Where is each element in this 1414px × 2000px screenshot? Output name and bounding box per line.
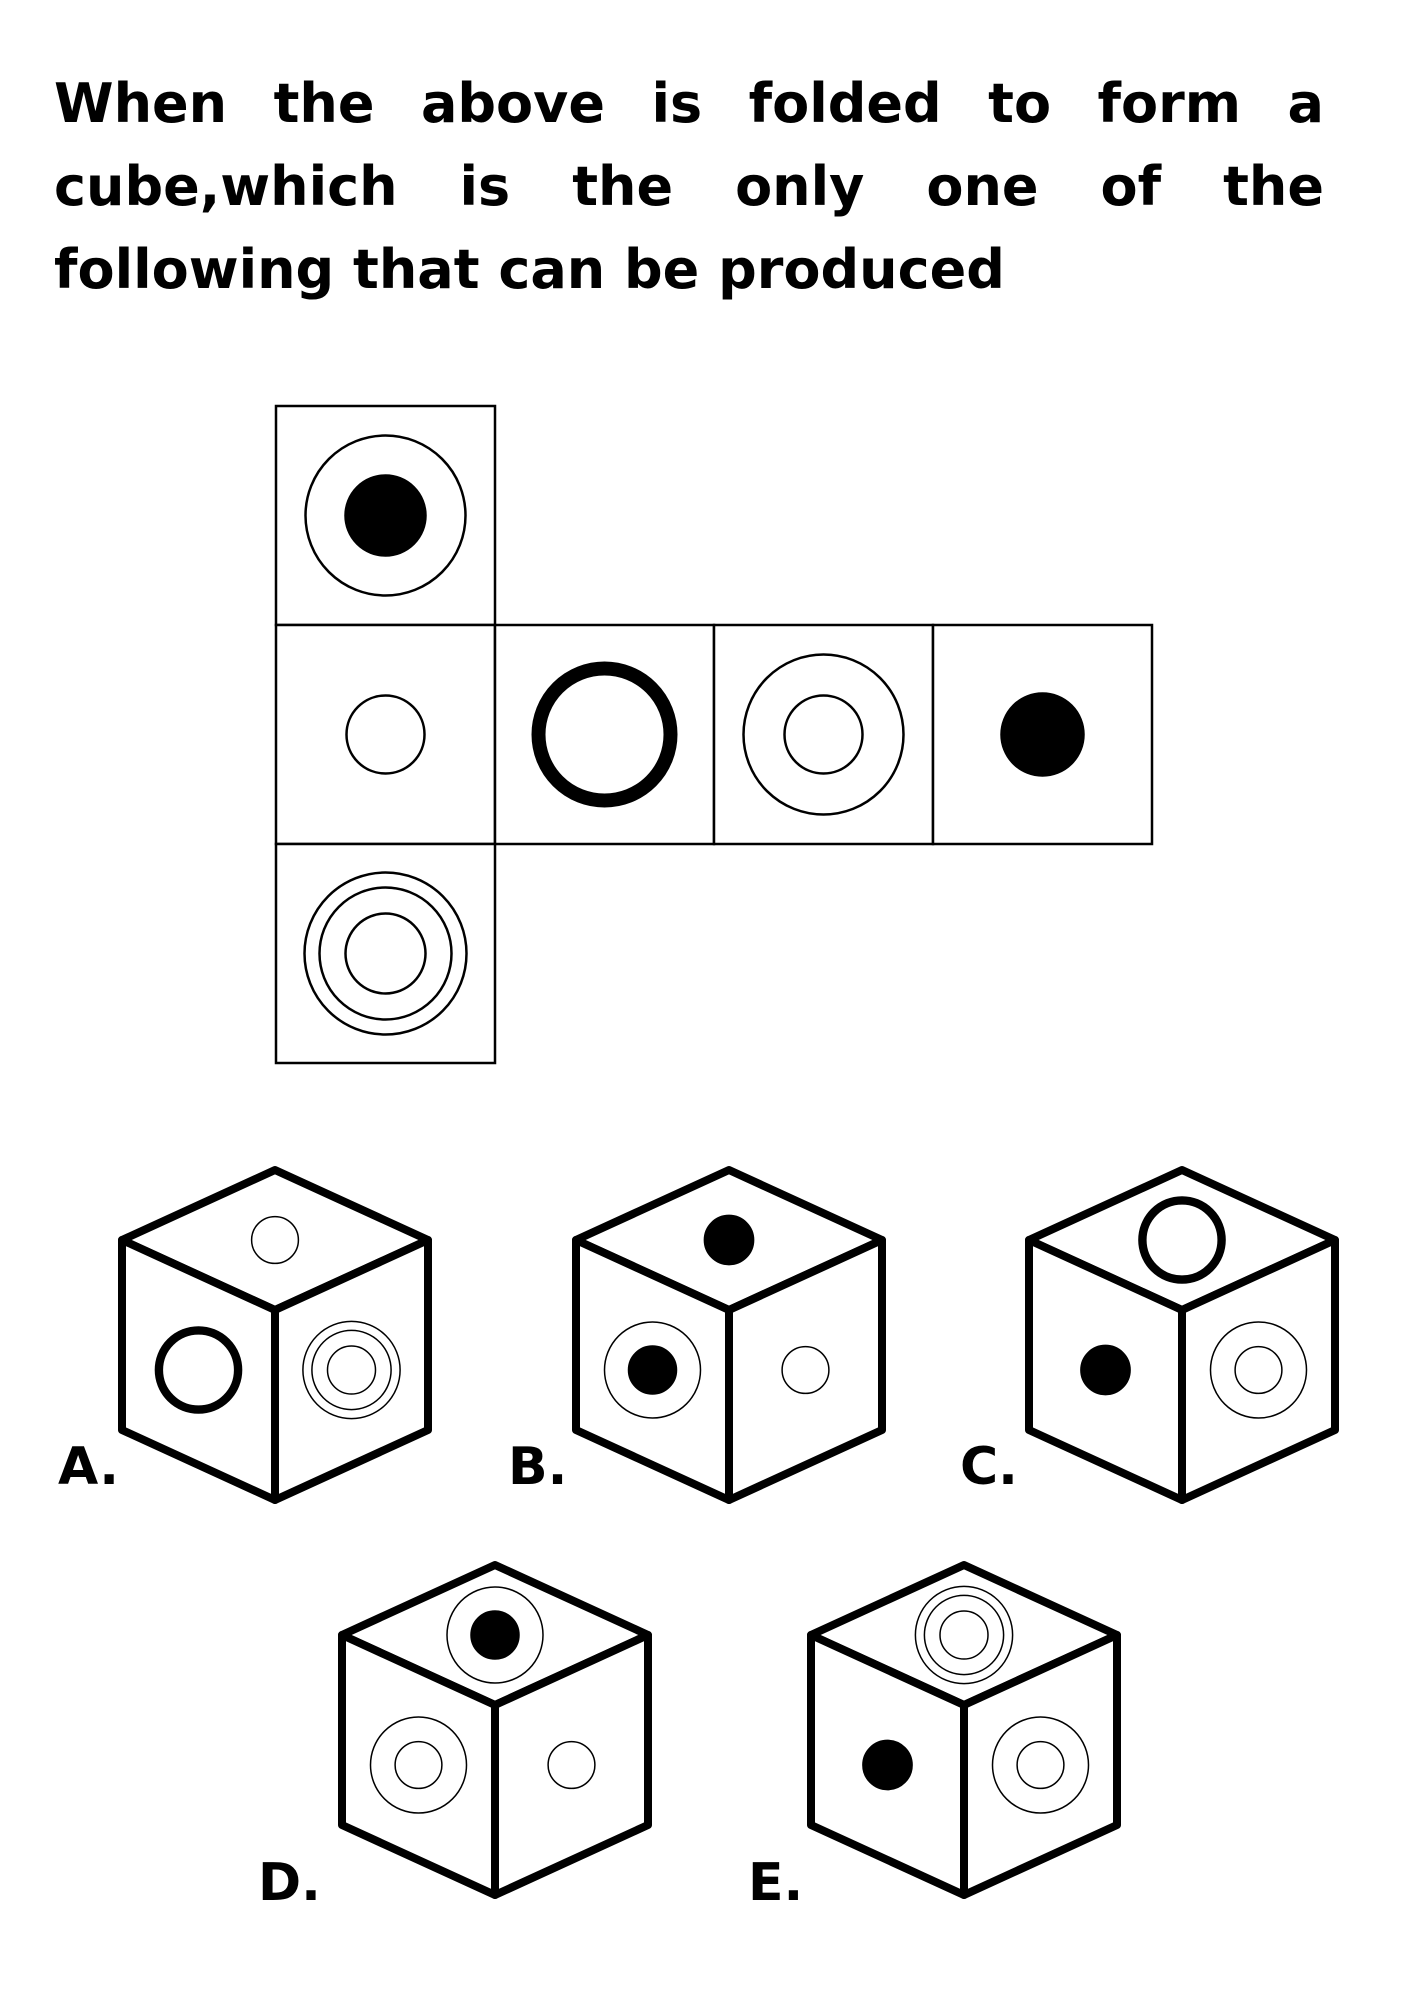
option-e[interactable]: E.: [748, 1561, 1121, 1913]
option-c[interactable]: C.: [960, 1166, 1339, 1504]
right-face-triple-circle-icon: [302, 1320, 401, 1420]
net-face-top: [274, 404, 497, 627]
option-label: A.: [58, 1437, 119, 1497]
top-face-small-circle-icon: [250, 1215, 300, 1265]
triple-circle-icon: [303, 871, 468, 1036]
option-b[interactable]: B.: [508, 1166, 886, 1504]
option-label: B.: [508, 1437, 567, 1497]
right-face-small-circle-icon: [781, 1345, 830, 1395]
top-face-triple-circle-icon: [914, 1585, 1014, 1685]
thick-ring-icon: [531, 661, 678, 808]
option-a[interactable]: A.: [58, 1166, 432, 1504]
black-dot-icon: [1000, 692, 1085, 777]
option-label: C.: [960, 1437, 1018, 1497]
net-face-left: [274, 623, 497, 846]
left-face-black-dot-icon: [862, 1739, 913, 1791]
option-label: E.: [748, 1853, 803, 1913]
left-face-black-dot-icon: [1080, 1344, 1131, 1396]
option-d[interactable]: D.: [258, 1561, 652, 1913]
cube-net: [274, 404, 1154, 1065]
small-circle-icon: [345, 694, 426, 775]
double-circle-icon: [742, 653, 905, 816]
top-face-thick-ring-icon: [1138, 1196, 1226, 1284]
black-dot-in-ring-icon: [304, 434, 467, 597]
right-face-small-circle-icon: [547, 1740, 596, 1790]
right-face-double-circle-icon: [991, 1716, 1090, 1814]
left-face-thick-ring-icon: [154, 1326, 243, 1414]
top-face-black-dot-icon: [703, 1214, 755, 1266]
top-face-black-dot-in-ring-icon: [446, 1586, 544, 1684]
left-face-black-dot-in-ring-icon: [603, 1321, 702, 1419]
answer-options: A. B. C. D. E.: [58, 1166, 1339, 1913]
net-face-center: [493, 623, 716, 846]
option-label: D.: [258, 1853, 321, 1913]
net-face-far-right: [931, 623, 1154, 846]
right-face-double-circle-icon: [1209, 1321, 1308, 1419]
net-face-right: [712, 623, 935, 846]
net-face-bottom: [274, 842, 497, 1065]
left-face-double-circle-icon: [369, 1716, 468, 1814]
question-text: When the above is folded to form a cube,…: [54, 72, 1324, 301]
